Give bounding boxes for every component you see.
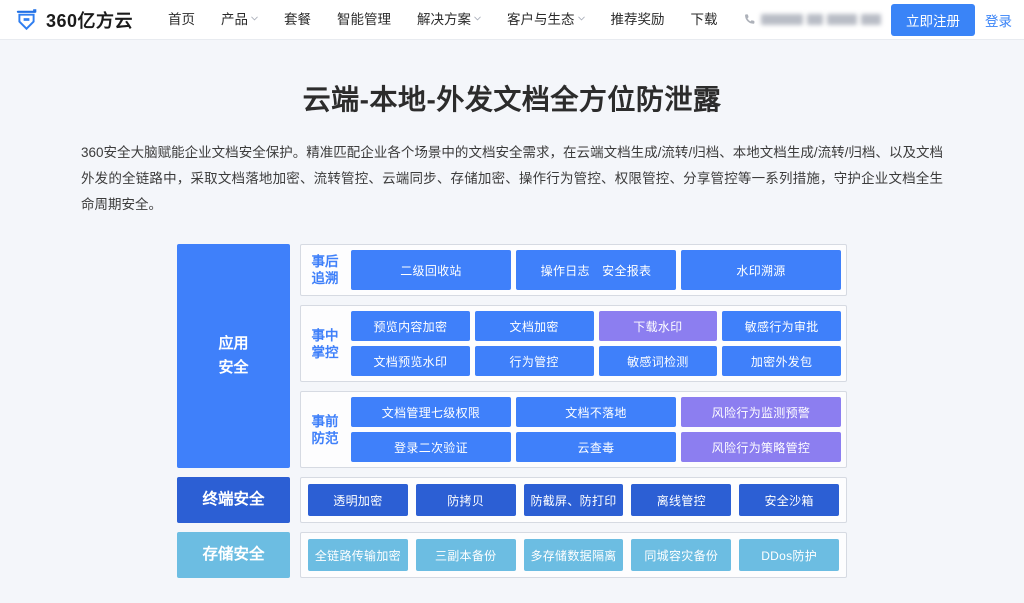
- storage-security-block: 存储安全 全链路传输加密 三副本备份 多存储数据隔离 同城容灾备份 DDos防护: [177, 532, 847, 578]
- nav-item-download[interactable]: 下载: [678, 0, 731, 40]
- top-navigation-bar: 360亿方云 首页 产品 套餐 智能管理 解决方案 客户与生态: [0, 0, 1024, 40]
- phase-items-in-process-control: 预览内容加密 文档加密 下载水印 敏感行为审批 文档预览水印 行为管控 敏感词检…: [351, 311, 841, 376]
- feature-chip[interactable]: 透明加密: [308, 484, 408, 516]
- feature-chip[interactable]: 离线管控: [631, 484, 732, 516]
- page-description: 360安全大脑赋能企业文档安全保护。精准匹配企业各个场景中的文档安全需求，在云端…: [81, 145, 943, 212]
- nav-label: 推荐奖励: [610, 11, 665, 27]
- application-security-rows: 事后 追溯 二级回收站 操作日志 安全报表 水印溯源 事中 掌控: [300, 244, 847, 468]
- feature-chip-highlighted[interactable]: 风险行为监测预警: [681, 397, 841, 427]
- phase-items-pre-incident-prevention: 文档管理七级权限 文档不落地 风险行为监测预警 登录二次验证 云查毒 风险行为策…: [351, 397, 841, 462]
- nav-item-home[interactable]: 首页: [155, 0, 208, 40]
- feature-chip[interactable]: 二级回收站: [351, 250, 511, 290]
- feature-chip[interactable]: 敏感行为审批: [722, 311, 841, 341]
- phase-row-in-process-control: 事中 掌控 预览内容加密 文档加密 下载水印 敏感行为审批 文档预览水印 行为管…: [300, 305, 847, 382]
- feature-chip[interactable]: 加密外发包: [722, 346, 841, 376]
- nav-label: 解决方案: [417, 11, 472, 27]
- terminal-security-block: 终端安全 透明加密 防拷贝 防截屏、防打印 离线管控 安全沙箱: [177, 477, 847, 523]
- phase-label-in-process-control: 事中 掌控: [306, 311, 344, 376]
- 360-yifangyun-shield-logo-icon: [14, 7, 39, 32]
- feature-chip[interactable]: 水印溯源: [681, 250, 841, 290]
- feature-chip[interactable]: 文档预览水印: [351, 346, 470, 376]
- nav-label: 套餐: [284, 11, 312, 27]
- main-nav: 首页 产品 套餐 智能管理 解决方案 客户与生态 推荐奖励: [155, 0, 743, 40]
- nav-item-packages[interactable]: 套餐: [271, 0, 324, 40]
- nav-item-solutions[interactable]: 解决方案: [404, 0, 494, 40]
- feature-chip-highlighted[interactable]: 风险行为策略管控: [681, 432, 841, 462]
- feature-chip[interactable]: 多存储数据隔离: [523, 539, 624, 571]
- header-actions: 立即注册 登录: [743, 3, 1014, 36]
- security-architecture-diagram: 应用 安全 事后 追溯 二级回收站 操作日志 安全报表 水印溯源: [177, 244, 847, 578]
- phase-label-pre-incident-prevention: 事前 防范: [306, 397, 344, 462]
- label-line-1: 事后: [311, 254, 339, 269]
- feature-chip[interactable]: 文档加密: [474, 311, 594, 341]
- nav-label: 首页: [168, 11, 196, 27]
- brand-logo[interactable]: 360亿方云: [14, 7, 133, 33]
- nav-label: 客户与生态: [507, 11, 575, 27]
- feature-chip-highlighted[interactable]: 下载水印: [598, 311, 718, 341]
- label-line-1: 事前: [311, 413, 339, 429]
- phase-row-post-incident-tracing: 事后 追溯 二级回收站 操作日志 安全报表 水印溯源: [300, 244, 847, 296]
- storage-security-label: 存储安全: [177, 532, 290, 578]
- login-link[interactable]: 登录: [985, 13, 1012, 29]
- chevron-down-icon: [251, 15, 258, 22]
- nav-label: 智能管理: [337, 11, 392, 27]
- label-line-1: 事中: [311, 327, 339, 343]
- feature-chip[interactable]: 防拷贝: [415, 484, 516, 516]
- label-line-2: 安全: [218, 359, 249, 376]
- brand-text: 360亿方云: [46, 10, 134, 31]
- label-line-2: 掌控: [311, 344, 339, 360]
- feature-chip[interactable]: 云查毒: [516, 432, 676, 462]
- nav-item-referral-rewards[interactable]: 推荐奖励: [598, 0, 678, 40]
- storage-security-items: 全链路传输加密 三副本备份 多存储数据隔离 同城容灾备份 DDos防护: [300, 532, 847, 578]
- nav-item-products[interactable]: 产品: [208, 0, 271, 40]
- phase-row-pre-incident-prevention: 事前 防范 文档管理七级权限 文档不落地 风险行为监测预警 登录二次验证 云查毒…: [300, 391, 847, 468]
- phase-label-post-incident-tracing: 事后 追溯: [306, 250, 344, 290]
- label-line-2: 追溯: [311, 271, 339, 286]
- application-security-block: 应用 安全 事后 追溯 二级回收站 操作日志 安全报表 水印溯源: [177, 244, 847, 468]
- feature-chip[interactable]: 三副本备份: [415, 539, 516, 571]
- phone-icon: [743, 13, 756, 26]
- nav-label: 下载: [690, 11, 718, 27]
- phone-number-redacted: [761, 14, 881, 25]
- feature-chip[interactable]: 全链路传输加密: [308, 539, 408, 571]
- label-line-2: 防范: [311, 430, 339, 446]
- feature-chip[interactable]: 预览内容加密: [351, 311, 470, 341]
- terminal-security-label: 终端安全: [177, 477, 290, 523]
- nav-item-customers-ecosystem[interactable]: 客户与生态: [494, 0, 598, 40]
- terminal-security-items: 透明加密 防拷贝 防截屏、防打印 离线管控 安全沙箱: [300, 477, 847, 523]
- feature-chip[interactable]: 操作日志 安全报表: [516, 250, 676, 290]
- feature-chip[interactable]: 防截屏、防打印: [523, 484, 624, 516]
- chevron-down-icon: [474, 15, 481, 22]
- chevron-down-icon: [577, 15, 585, 22]
- label-line-1: 应用: [218, 335, 249, 352]
- nav-label: 产品: [221, 11, 249, 27]
- register-button[interactable]: 立即注册: [891, 3, 975, 36]
- page-title: 云端-本地-外发文档全方位防泄露: [302, 84, 722, 115]
- feature-chip[interactable]: 登录二次验证: [351, 432, 511, 462]
- feature-chip[interactable]: 安全沙箱: [739, 484, 839, 516]
- feature-chip[interactable]: 敏感词检测: [598, 346, 718, 376]
- phase-items-post-incident-tracing: 二级回收站 操作日志 安全报表 水印溯源: [351, 250, 841, 290]
- feature-chip[interactable]: 同城容灾备份: [631, 539, 732, 571]
- nav-item-smart-management[interactable]: 智能管理: [324, 0, 404, 40]
- application-security-label: 应用 安全: [177, 244, 290, 468]
- feature-chip[interactable]: 行为管控: [474, 346, 594, 376]
- feature-chip[interactable]: DDos防护: [739, 539, 839, 571]
- contact-phone[interactable]: [743, 13, 881, 26]
- hero-section: 云端-本地-外发文档全方位防泄露 360安全大脑赋能企业文档安全保护。精准匹配企…: [0, 40, 1024, 218]
- feature-chip[interactable]: 文档管理七级权限: [351, 397, 511, 427]
- feature-chip[interactable]: 文档不落地: [516, 397, 676, 427]
